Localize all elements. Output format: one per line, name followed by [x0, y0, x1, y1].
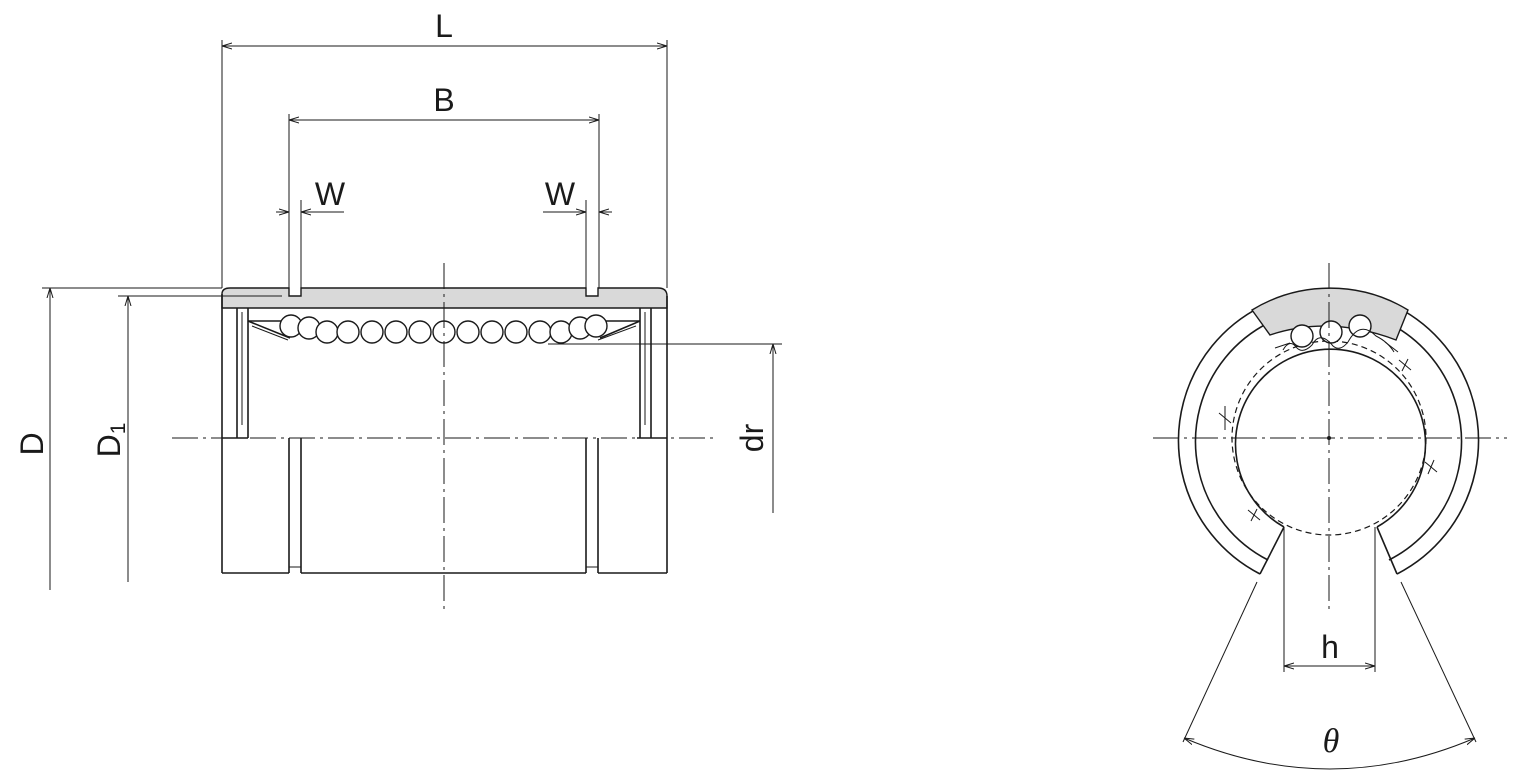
ball [315, 320, 339, 344]
ball [360, 320, 384, 344]
end-view-balls [1282, 314, 1395, 353]
ball [384, 320, 408, 344]
retainer-end-plates [236, 308, 652, 438]
ball [336, 320, 360, 344]
ball [549, 320, 573, 344]
dimension-dr-label: dr [734, 423, 770, 452]
ball [456, 320, 480, 344]
dimension-W-right-label: W [545, 176, 576, 212]
dimension-D-label: D [14, 432, 50, 455]
end-view: h θ [1153, 263, 1507, 770]
ball-row [279, 314, 608, 344]
housing-section [221, 287, 668, 309]
dimension-theta-label: θ [1323, 723, 1340, 760]
ball [584, 314, 608, 338]
ball [1319, 320, 1343, 344]
side-view: L B W W D D1 dr [14, 8, 782, 613]
dimension-B-label: B [433, 82, 454, 118]
ball-track [1282, 328, 1395, 353]
ball [504, 320, 528, 344]
ball [408, 320, 432, 344]
dimension-D1-label: D1 [91, 423, 130, 458]
dimension-L-label: L [435, 8, 453, 44]
cross-marks [1218, 358, 1438, 522]
ball [1348, 314, 1372, 338]
ball [480, 320, 504, 344]
ball [528, 320, 552, 344]
dimension-theta-arc [1184, 738, 1475, 770]
dimension-W-left-label: W [315, 176, 346, 212]
dimension-h-label: h [1321, 629, 1339, 665]
ball [1290, 324, 1314, 348]
